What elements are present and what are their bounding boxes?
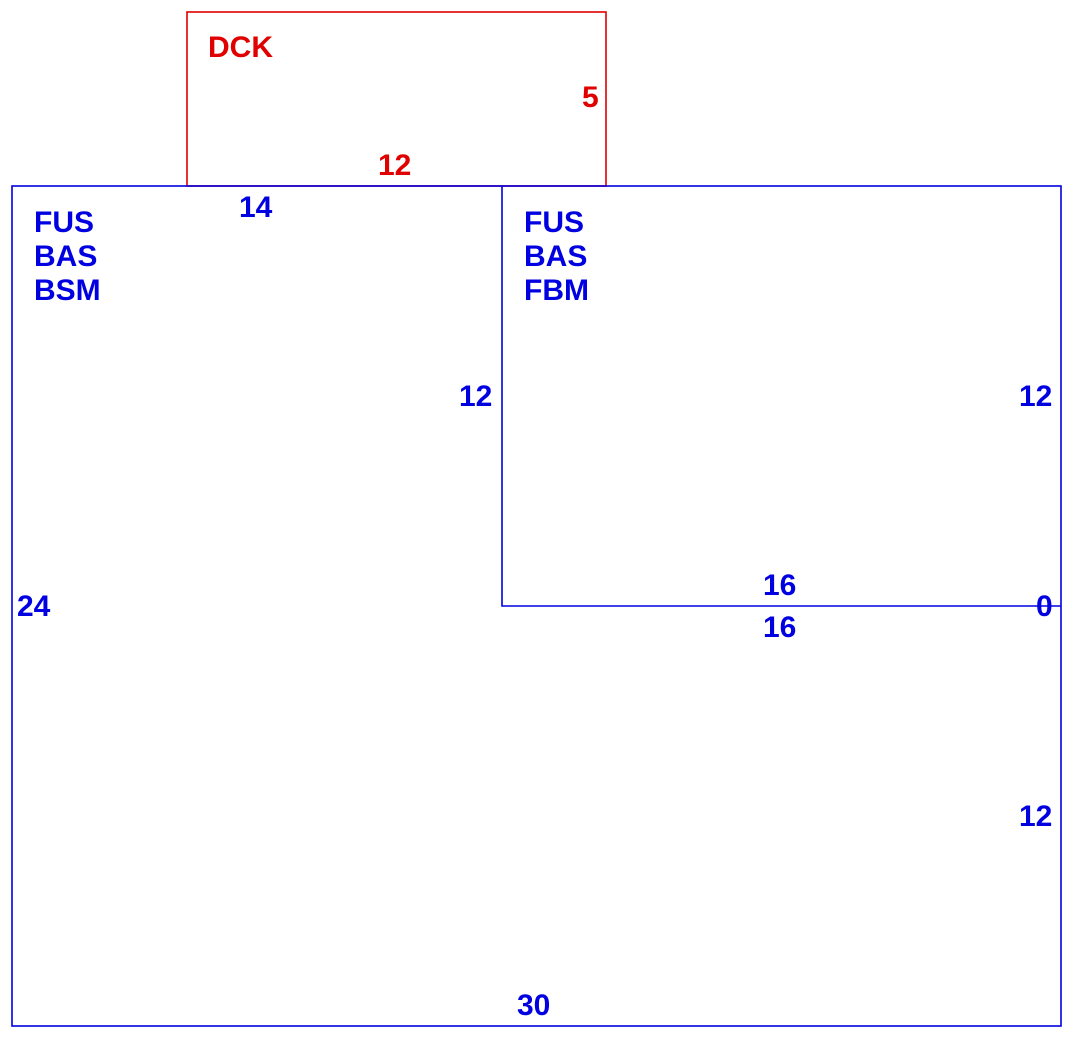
- left-code-1: FUS: [34, 206, 94, 239]
- dim-lower-right-12: 12: [1019, 800, 1052, 833]
- right-code-1: FUS: [524, 206, 584, 239]
- dim-top-14: 14: [239, 191, 273, 224]
- deck-dim-bottom: 12: [378, 149, 411, 182]
- right-code-2: BAS: [524, 240, 587, 273]
- inner-division: [501, 186, 1061, 607]
- left-code-3: BSM: [34, 274, 101, 307]
- right-code-3: FBM: [524, 274, 589, 307]
- deck-code: DCK: [208, 31, 273, 64]
- dim-zero: 0: [1036, 590, 1053, 623]
- left-code-2: BAS: [34, 240, 97, 273]
- dim-inner-12: 12: [459, 380, 492, 413]
- dim-outer-16: 16: [763, 611, 796, 644]
- dim-right-12: 12: [1019, 380, 1052, 413]
- deck-dim-right: 5: [582, 81, 599, 114]
- dim-bottom-30: 30: [517, 989, 550, 1022]
- dim-left-24: 24: [17, 590, 51, 623]
- dim-inner-16: 16: [763, 569, 796, 602]
